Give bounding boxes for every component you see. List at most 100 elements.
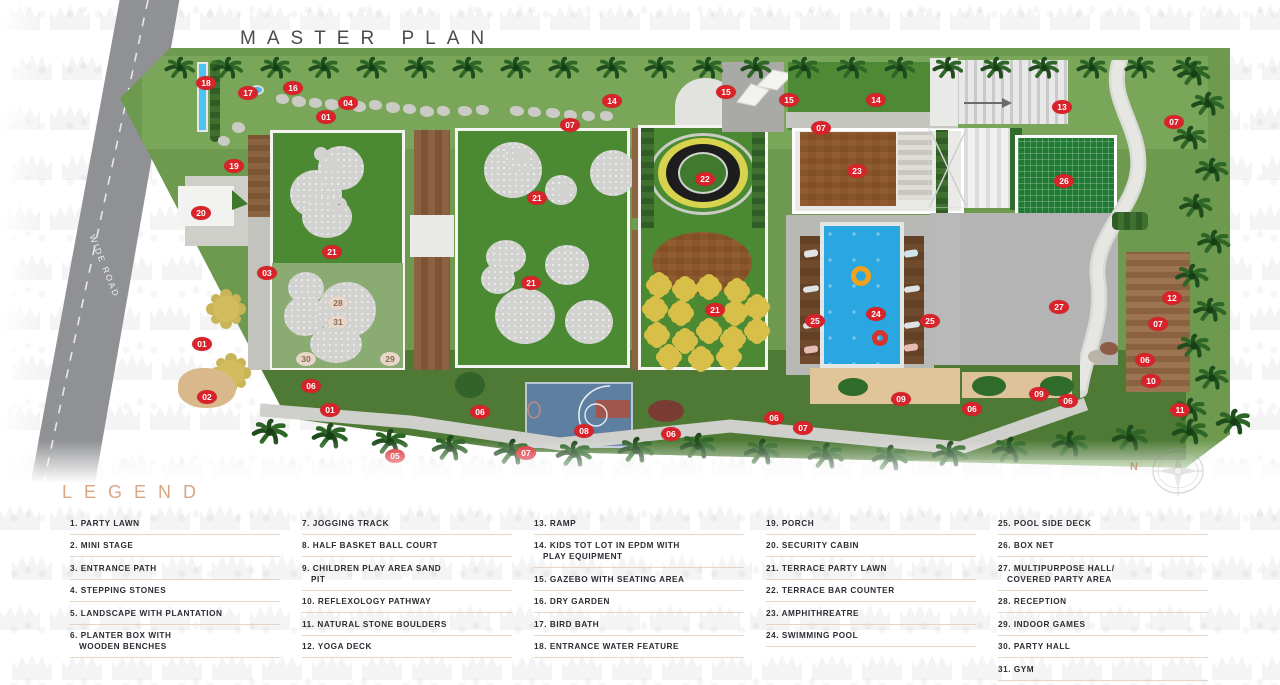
planter-box-shrub — [648, 400, 684, 422]
marker-bird-bath[interactable]: 17 — [238, 86, 258, 100]
marker-reflexology-pathway[interactable]: 10 — [1141, 374, 1161, 388]
legend-item-number: 23. — [766, 608, 782, 618]
marker-party-lawn-3[interactable]: 01 — [320, 403, 340, 417]
marker-swimming-pool[interactable]: 24 — [866, 307, 886, 321]
marker-planter-box-7[interactable]: 06 — [764, 411, 784, 425]
marker-yoga-deck[interactable]: 12 — [1162, 291, 1182, 305]
marker-children-play-sand-pit-1[interactable]: 09 — [1029, 387, 1049, 401]
marker-terrace-party-lawn-4[interactable]: 21 — [705, 303, 725, 317]
legend-item[interactable]: 19. PORCH — [766, 512, 976, 535]
legend-item[interactable]: 11. NATURAL STONE BOULDERS — [302, 613, 512, 636]
marker-jogging-track-3[interactable]: 07 — [811, 121, 831, 135]
marker-amphitheatre[interactable]: 23 — [847, 164, 867, 178]
legend-item[interactable]: 7. JOGGING TRACK — [302, 512, 512, 535]
amphitheatre-seating-steps — [898, 132, 932, 200]
legend-item[interactable]: 17. BIRD BATH — [534, 613, 744, 636]
marker-jogging-track-1[interactable]: 07 — [1164, 115, 1184, 129]
legend-item[interactable]: 8. HALF BASKET BALL COURT — [302, 535, 512, 558]
marker-planter-box-1[interactable]: 06 — [1135, 353, 1155, 367]
legend-item[interactable]: 2. MINI STAGE — [70, 535, 280, 558]
legend-item[interactable]: 3. ENTRANCE PATH — [70, 557, 280, 580]
marker-reception[interactable]: 28 — [328, 296, 348, 310]
legend-item[interactable]: 25. POOL SIDE DECK — [998, 512, 1208, 535]
legend-item[interactable]: 10. REFLEXOLOGY PATHWAY — [302, 591, 512, 614]
marker-planter-box-3[interactable]: 06 — [1058, 394, 1078, 408]
marker-porch[interactable]: 19 — [224, 159, 244, 173]
marker-landscape-with-plantation[interactable]: 05 — [385, 449, 405, 463]
marker-box-net[interactable]: 26 — [1054, 174, 1074, 188]
legend-item[interactable]: 27. MULTIPURPOSE HALL/COVERED PARTY AREA — [998, 557, 1208, 591]
marker-natural-stone-boulders[interactable]: 11 — [1170, 403, 1190, 417]
legend-item[interactable]: 20. SECURITY CABIN — [766, 535, 976, 558]
marker-kids-tot-lot-2[interactable]: 14 — [866, 93, 886, 107]
legend-item[interactable]: 13. RAMP — [534, 512, 744, 535]
marker-entrance-path[interactable]: 03 — [257, 266, 277, 280]
marker-ramp[interactable]: 13 — [1052, 100, 1072, 114]
legend-item[interactable]: 16. DRY GARDEN — [534, 591, 744, 614]
legend-item-label: INDOOR GAMES — [1013, 619, 1086, 629]
legend-item[interactable]: 15. GAZEBO WITH SEATING AREA — [534, 568, 744, 591]
marker-gym[interactable]: 31 — [328, 315, 348, 329]
marker-party-lawn[interactable]: 01 — [316, 110, 336, 124]
marker-party-lawn-2[interactable]: 01 — [192, 337, 212, 351]
marker-multipurpose-hall[interactable]: 27 — [1049, 300, 1069, 314]
marker-kids-tot-lot[interactable]: 14 — [602, 94, 622, 108]
marker-half-basket-ball-court[interactable]: 08 — [574, 424, 594, 438]
legend-item[interactable]: 29. INDOOR GAMES — [998, 613, 1208, 636]
legend-item[interactable]: 28. RECEPTION — [998, 591, 1208, 614]
marker-mini-stage[interactable]: 02 — [197, 390, 217, 404]
marker-entrance-water-feature[interactable]: 18 — [196, 76, 216, 90]
marker-children-play-sand-pit-2[interactable]: 09 — [891, 392, 911, 406]
marker-planter-box-4[interactable]: 06 — [962, 402, 982, 416]
marker-gazebo-2[interactable]: 15 — [779, 93, 799, 107]
planter-blob — [481, 264, 515, 294]
marker-planter-box-2[interactable]: 06 — [301, 379, 321, 393]
legend-item[interactable]: 21. TERRACE PARTY LAWN — [766, 557, 976, 580]
legend-item[interactable]: 5. LANDSCAPE WITH PLANTATION — [70, 602, 280, 625]
marker-planter-box-5[interactable]: 06 — [470, 405, 490, 419]
stepping-stone — [600, 111, 613, 121]
marker-terrace-party-lawn-3[interactable]: 21 — [521, 276, 541, 290]
palm-tree-icon — [617, 436, 654, 463]
marker-pool-side-deck-right[interactable]: 25 — [920, 314, 940, 328]
marker-jogging-track-6[interactable]: 07 — [516, 446, 536, 460]
marker-gazebo[interactable]: 15 — [716, 85, 736, 99]
legend-item-label: PORCH — [781, 518, 815, 528]
planter-ring — [314, 147, 328, 161]
marker-jogging-track-4[interactable]: 07 — [1148, 317, 1168, 331]
planter-ring — [513, 150, 527, 164]
palm-tree-icon — [431, 434, 468, 461]
marker-stepping-stones[interactable]: 04 — [338, 96, 358, 110]
marker-indoor-games[interactable]: 29 — [380, 352, 400, 366]
marker-terrace-party-lawn-1[interactable]: 21 — [527, 191, 547, 205]
marker-jogging-track-5[interactable]: 07 — [793, 421, 813, 435]
marker-security-cabin[interactable]: 20 — [191, 206, 211, 220]
legend-item[interactable]: 24. SWIMMING POOL — [766, 625, 976, 648]
marker-terrace-bar-counter[interactable]: 22 — [695, 172, 715, 186]
legend-item[interactable]: 26. BOX NET — [998, 535, 1208, 558]
legend-item-number: 13. — [534, 518, 550, 528]
legend-item-number: 22. — [766, 586, 782, 596]
legend-item[interactable]: 30. PARTY HALL — [998, 636, 1208, 659]
marker-party-hall[interactable]: 30 — [296, 352, 316, 366]
legend-item[interactable]: 31. GYM — [998, 658, 1208, 681]
marker-terrace-party-lawn-2[interactable]: 21 — [322, 245, 342, 259]
legend-item[interactable]: 22. TERRACE BAR COUNTER — [766, 580, 976, 603]
dry-garden-hedge — [210, 60, 220, 142]
marker-planter-box-6[interactable]: 06 — [661, 427, 681, 441]
marker-dry-garden[interactable]: 16 — [283, 81, 303, 95]
multipurpose-hall-lt — [930, 213, 960, 365]
legend-item[interactable]: 1. PARTY LAWN — [70, 512, 280, 535]
crown-watermark-tile — [0, 604, 40, 630]
marker-pool-side-deck-left[interactable]: 25 — [805, 314, 825, 328]
marker-jogging-track-2[interactable]: 07 — [560, 118, 580, 132]
legend-item[interactable]: 18. ENTRANCE WATER FEATURE — [534, 636, 744, 659]
legend-item[interactable]: 4. STEPPING STONES — [70, 580, 280, 603]
legend-item[interactable]: 12. YOGA DECK — [302, 636, 512, 659]
palm-tree-icon — [692, 56, 724, 79]
legend-item[interactable]: 23. AMPHITHREATRE — [766, 602, 976, 625]
